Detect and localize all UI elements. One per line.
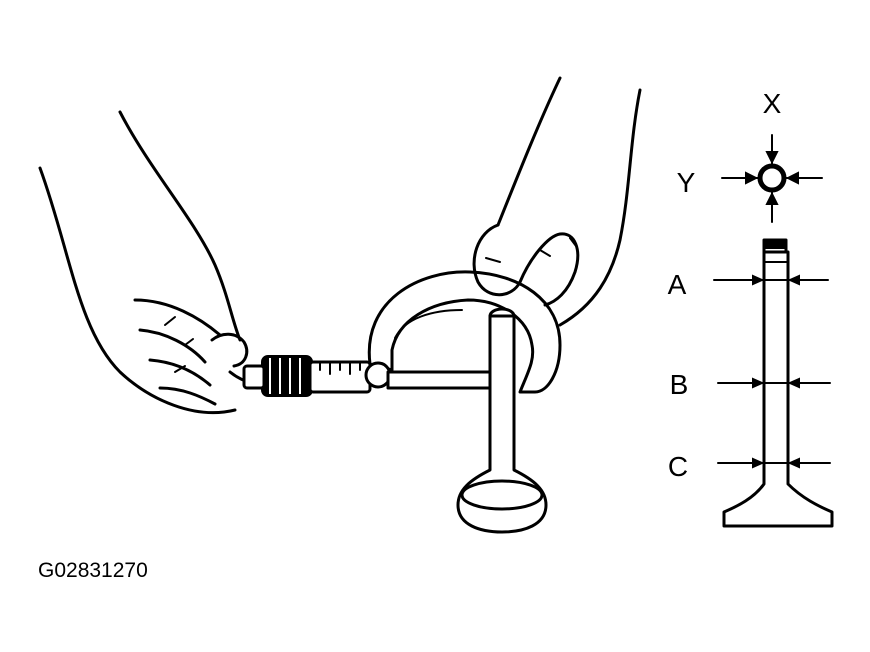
position-label-b: B <box>670 369 689 400</box>
direction-indicator: X Y <box>677 88 823 223</box>
y-direction-label: Y <box>677 167 696 198</box>
valve-side-view <box>722 238 834 528</box>
position-label-a: A <box>668 269 687 300</box>
position-label-c: C <box>668 451 688 482</box>
right-hand <box>472 76 642 327</box>
valve-in-micrometer <box>456 307 548 534</box>
stem-cross-section-icon <box>757 163 787 193</box>
x-direction-label: X <box>763 88 782 119</box>
measurement-schematic: X Y A B C <box>668 88 834 528</box>
figure-code: G02831270 <box>38 559 148 582</box>
micrometer-thimble <box>242 355 372 397</box>
micrometer-illustration <box>38 76 642 534</box>
micrometer-frame <box>364 270 562 394</box>
measurement-position-lines <box>713 274 831 469</box>
left-hand <box>38 110 264 415</box>
